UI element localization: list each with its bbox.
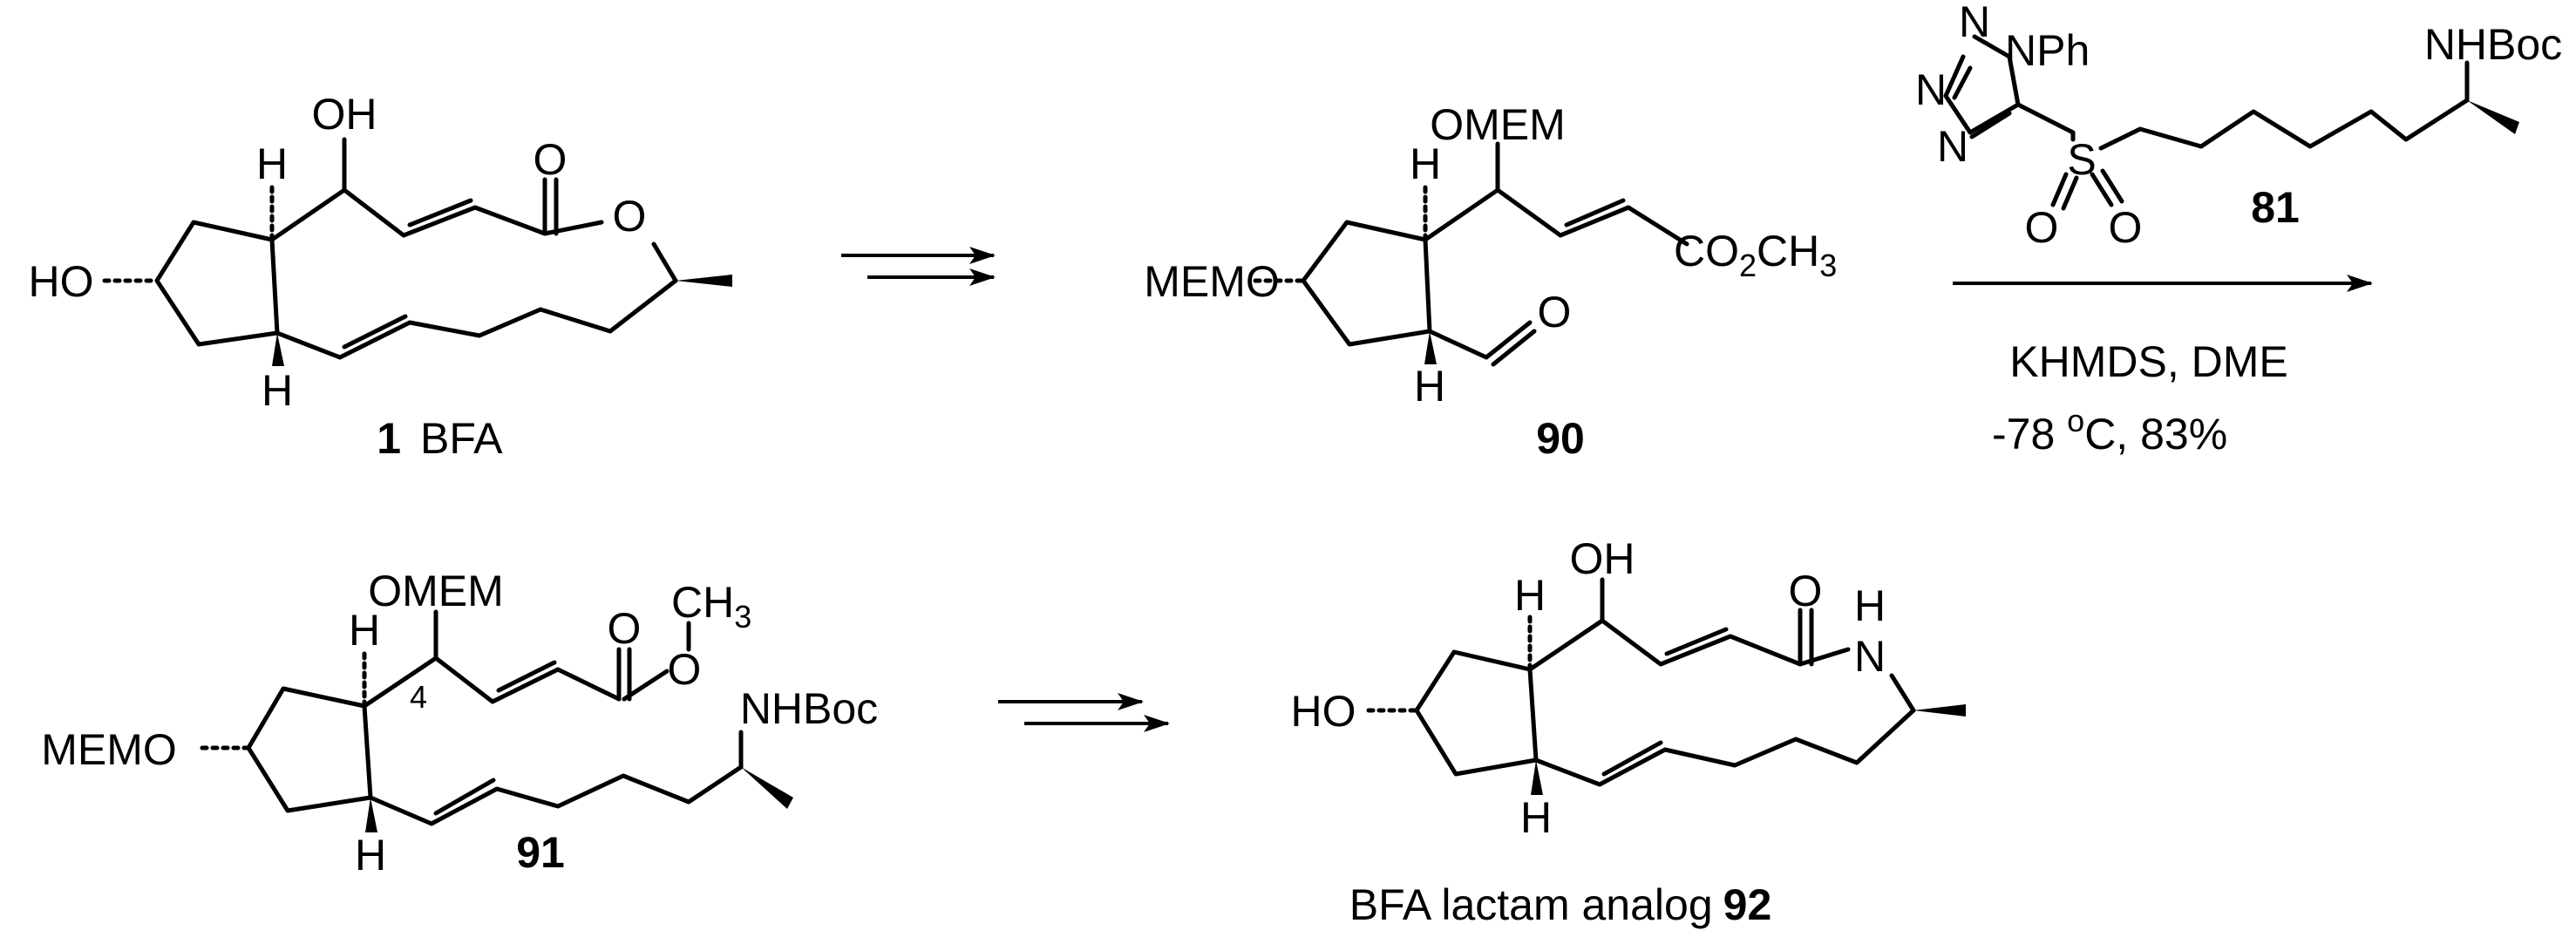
atom-o-ring: O	[613, 192, 647, 241]
compound-1-structure	[102, 137, 732, 366]
atom-omem: OMEM	[368, 567, 504, 615]
atom-n-amide: N	[1854, 632, 1886, 681]
conditions-line-1: KHMDS, DME	[2009, 337, 2287, 386]
atom-memo: MEMO	[41, 725, 177, 774]
atom-o-carbonyl: O	[1789, 567, 1823, 615]
reagent-81-number: 81	[2251, 183, 2300, 232]
atom-nhboc: NHBoc	[2424, 20, 2562, 69]
compound-92-structure	[1366, 577, 1966, 795]
compound-90-structure	[1253, 141, 1689, 367]
atom-nph: NPh	[2005, 26, 2090, 75]
atom-oh: OH	[312, 90, 377, 139]
atom-n1: N	[1959, 0, 1990, 46]
atom-o-sulfonyl-b: O	[2109, 203, 2143, 252]
atom-h-bottom: H	[355, 831, 386, 879]
atom-h-bottom: H	[1520, 793, 1552, 842]
compound-90-number: 90	[1536, 414, 1585, 463]
atom-n2: N	[1915, 65, 1947, 114]
atom-memo: MEMO	[1144, 257, 1280, 306]
atom-h-bottom: H	[262, 366, 293, 415]
atom-h-bottom: H	[1414, 362, 1445, 411]
conditions-line-2: -78 oC, 83%	[1992, 403, 2227, 458]
atom-o-sulfonyl-a: O	[2025, 203, 2059, 252]
locant-4: 4	[410, 679, 427, 715]
compound-91-number: 91	[516, 828, 565, 877]
atom-o-carbonyl: O	[608, 604, 642, 653]
compound-91-structure	[200, 609, 793, 832]
atom-o-aldehyde: O	[1538, 288, 1572, 336]
atom-n3: N	[1937, 122, 1968, 171]
methyl-group: CH3	[671, 578, 751, 635]
atom-omem: OMEM	[1430, 100, 1566, 149]
atom-h-amide: H	[1854, 581, 1886, 630]
compound-1-name: BFA	[420, 414, 503, 463]
atom-ho: HO	[29, 257, 94, 306]
atom-h-top: H	[1514, 571, 1546, 620]
reagent-81-structure	[1943, 34, 2519, 211]
atom-oh: OH	[1570, 534, 1635, 583]
compound-1-number: 1	[377, 414, 401, 463]
atom-h-top: H	[349, 606, 380, 655]
ester-group: CO2CH3	[1674, 227, 1837, 283]
atom-h-top: H	[1410, 139, 1441, 188]
atom-o-carbonyl: O	[534, 135, 568, 184]
atom-s: S	[2067, 135, 2096, 184]
atom-h-top: H	[256, 139, 288, 188]
atom-o-ester: O	[668, 645, 702, 694]
atom-ho: HO	[1291, 687, 1356, 736]
atom-nhboc: NHBoc	[740, 684, 878, 733]
